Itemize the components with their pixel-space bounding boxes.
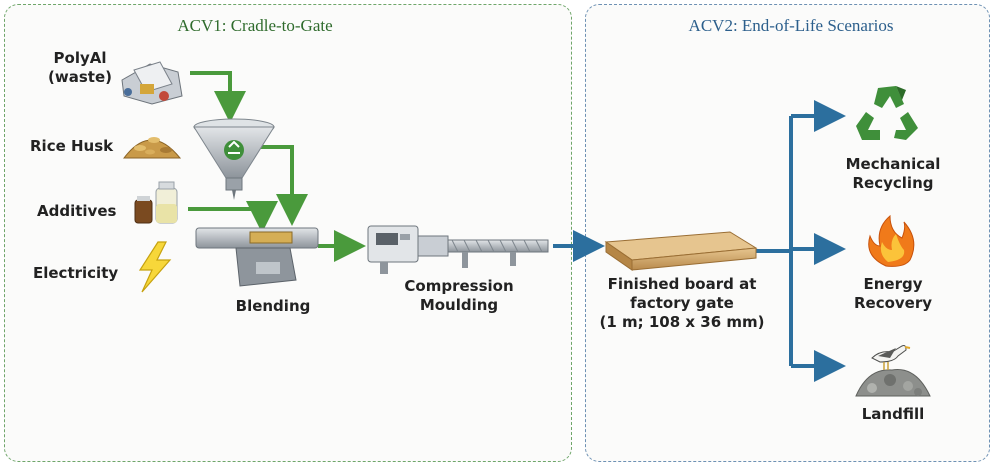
recycle-icon	[856, 86, 918, 140]
moulding-label-line2: Moulding	[419, 296, 499, 314]
acv2-title: ACV2: End-of-Life Scenarios	[688, 16, 894, 35]
compression-moulding-label: Compression Moulding	[404, 277, 513, 315]
arrow-polyal-to-hopper	[190, 71, 246, 123]
finished-board-icon	[604, 231, 758, 271]
compression-moulding-machine-icon	[367, 225, 549, 274]
recycling-label-line1: Mechanical	[845, 155, 941, 173]
seagull-landfill-icon	[855, 345, 931, 397]
blender-icon	[195, 227, 319, 287]
rice-husk-label: Rice Husk	[30, 137, 114, 155]
energy-label-line1: Energy	[863, 275, 923, 293]
rice-husk-icon	[122, 137, 182, 159]
additives-label: Additives	[37, 202, 117, 220]
acv1-flow-arrows	[188, 71, 366, 262]
board-label-line1: Finished board at	[607, 275, 757, 293]
additives-bottles-icon	[134, 181, 178, 224]
energy-label-line2: Recovery	[853, 294, 933, 312]
recycling-label-line2: Recycling	[852, 174, 934, 192]
arrow-additives-to-blender	[188, 201, 278, 233]
blending-label: Blending	[235, 297, 311, 315]
electricity-label: Electricity	[33, 264, 119, 282]
energy-recovery-label: Energy Recovery	[854, 275, 932, 313]
board-label-line3: (1 m; 108 x 36 mm)	[599, 313, 765, 331]
polyal-waste-icon	[121, 61, 183, 105]
lightning-icon	[138, 241, 172, 293]
polyal-label: PolyAl (waste)	[48, 49, 112, 87]
mechanical-recycling-label: Mechanical Recycling	[846, 155, 941, 193]
flame-icon	[868, 214, 915, 267]
arrow-ricehusk-to-blender	[255, 145, 308, 226]
acv1-title: ACV1: Cradle-to-Gate	[177, 16, 333, 35]
moulding-label-line1: Compression	[404, 277, 514, 295]
board-label-line2: factory gate	[630, 294, 734, 312]
finished-board-label: Finished board at factory gate (1 m; 108…	[599, 275, 764, 332]
hopper-icon	[193, 118, 275, 200]
landfill-label: Landfill	[861, 405, 925, 423]
polyal-label-line2: (waste)	[48, 68, 112, 86]
acv2-flow-arrows	[553, 100, 846, 382]
polyal-label-line1: PolyAl	[53, 49, 107, 67]
